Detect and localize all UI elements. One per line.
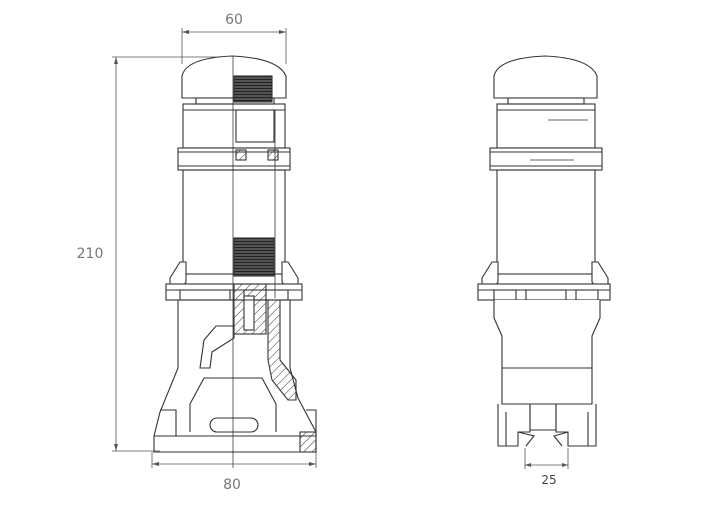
tapered-body bbox=[493, 300, 601, 405]
slotted-foot bbox=[497, 404, 597, 447]
ring-band-right bbox=[489, 147, 603, 171]
flange-right bbox=[477, 283, 611, 301]
dimension-base-width bbox=[151, 452, 317, 468]
dimension-top-width-label: 60 bbox=[225, 12, 243, 28]
elevation-view bbox=[477, 55, 611, 447]
dimension-base-width-label: 80 bbox=[223, 477, 241, 493]
dimension-slot-width-label: 25 bbox=[541, 473, 556, 487]
cap-thread bbox=[233, 75, 273, 103]
cap-dome-right bbox=[493, 55, 598, 99]
main-tube-right bbox=[496, 169, 596, 275]
section-view bbox=[153, 55, 317, 468]
dimension-top-width bbox=[181, 28, 287, 64]
dimension-height bbox=[112, 56, 240, 452]
dimension-slot-width bbox=[524, 448, 569, 469]
lower-thread bbox=[233, 237, 275, 277]
oval-slot bbox=[209, 417, 259, 433]
dimension-height-label: 210 bbox=[77, 246, 104, 262]
